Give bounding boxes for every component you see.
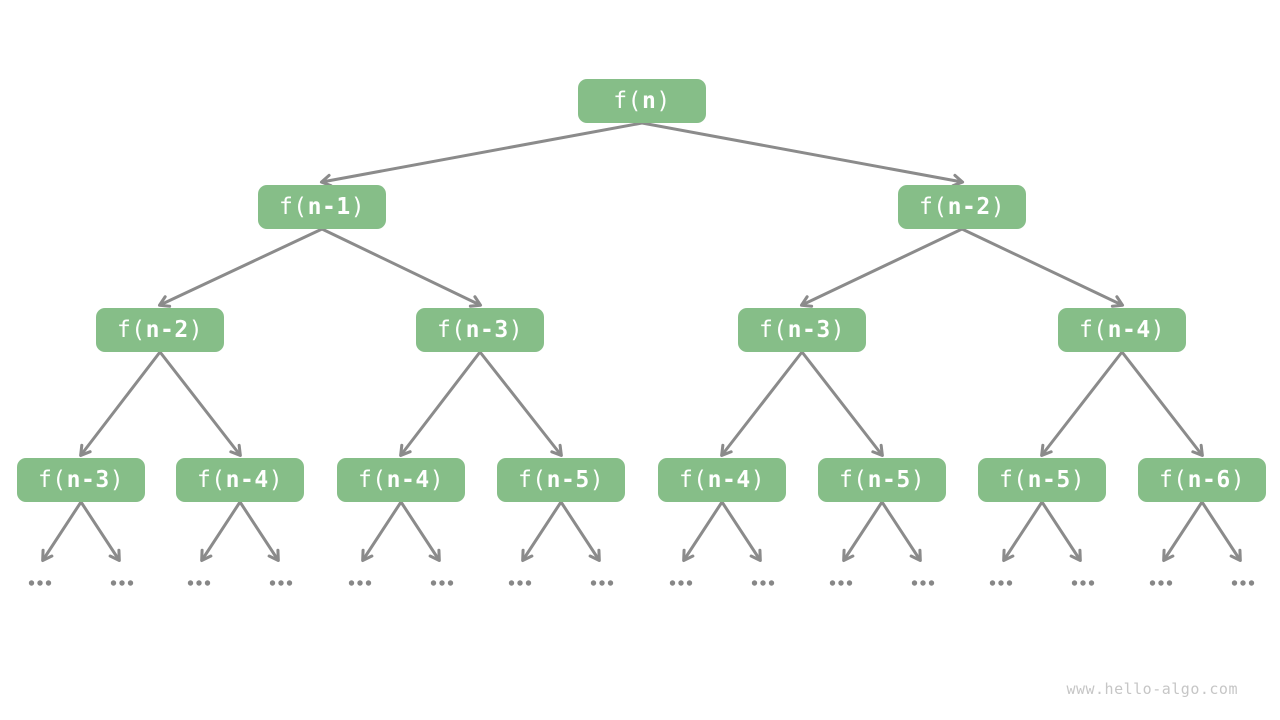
tree-edge	[880, 500, 922, 563]
tree-edge	[320, 227, 483, 308]
ellipsis-dot	[1080, 580, 1086, 586]
ellipsis-dot	[669, 580, 676, 586]
ellipsis-dot	[599, 580, 605, 586]
ellipsis	[1071, 580, 1095, 586]
tree-edge	[478, 350, 563, 457]
ellipsis-dot	[989, 580, 996, 586]
ellipsis	[110, 580, 134, 586]
ellipsis-dot	[37, 580, 43, 586]
tree-edge	[41, 500, 83, 563]
tree-edge	[1162, 500, 1204, 563]
ellipsis-dot	[760, 580, 766, 586]
ellipsis	[669, 580, 693, 586]
ellipsis	[1231, 580, 1255, 586]
ellipsis-dot	[920, 580, 926, 586]
ellipsis-dot	[1006, 580, 1013, 586]
ellipsis-dot	[28, 580, 35, 586]
tree-edge	[79, 350, 162, 457]
ellipsis-dot	[686, 580, 693, 586]
tree-edge	[720, 350, 804, 457]
ellipsis-dot	[751, 580, 758, 586]
tree-edge	[158, 350, 242, 457]
ellipsis-dot	[204, 580, 211, 586]
tree-edge	[79, 500, 121, 563]
tree-edge	[1040, 350, 1124, 457]
ellipsis-dot	[838, 580, 844, 586]
ellipsis-dot	[110, 580, 117, 586]
tree-edge	[800, 350, 884, 457]
ellipsis	[590, 580, 614, 586]
tree-edge	[399, 500, 441, 563]
ellipsis-dot	[119, 580, 125, 586]
ellipsis-dot	[1088, 580, 1095, 586]
tree-edge	[157, 227, 324, 308]
ellipsis-dot	[508, 580, 515, 586]
tree-edge	[521, 500, 563, 563]
ellipsis-dot	[590, 580, 597, 586]
tree-edge	[559, 500, 601, 563]
ellipsis	[829, 580, 853, 586]
tree-edge	[682, 500, 724, 563]
ellipsis-dot	[269, 580, 276, 586]
tree-edge	[1120, 350, 1204, 457]
tree-edge	[1040, 500, 1082, 563]
ellipsis-dot	[998, 580, 1004, 586]
ellipsis-dot	[1166, 580, 1173, 586]
ellipsis-dot	[1231, 580, 1238, 586]
ellipsis-dot	[45, 580, 52, 586]
ellipsis-dot	[127, 580, 134, 586]
tree-edge	[200, 500, 242, 563]
ellipsis	[187, 580, 211, 586]
ellipsis-dot	[365, 580, 372, 586]
ellipsis	[1149, 580, 1173, 586]
ellipsis-dot	[525, 580, 532, 586]
ellipsis-dot	[928, 580, 935, 586]
ellipsis	[348, 580, 372, 586]
ellipsis	[508, 580, 532, 586]
ellipsis-dot	[1248, 580, 1255, 586]
ellipsis-dot	[517, 580, 523, 586]
tree-edge	[799, 227, 964, 308]
ellipsis-dot	[607, 580, 614, 586]
ellipsis-dot	[911, 580, 918, 586]
tree-edge	[842, 500, 884, 563]
tree-edge	[319, 121, 644, 188]
tree-edge	[640, 121, 965, 188]
ellipsis-dot	[1149, 580, 1156, 586]
ellipsis	[28, 580, 52, 586]
ellipsis	[751, 580, 775, 586]
ellipsis-dot	[1071, 580, 1078, 586]
tree-edge	[1002, 500, 1044, 563]
ellipsis	[269, 580, 293, 586]
tree-edge	[960, 227, 1125, 308]
ellipsis-dot	[829, 580, 836, 586]
ellipsis-dot	[348, 580, 355, 586]
ellipsis-dot	[447, 580, 454, 586]
tree-edge	[720, 500, 762, 563]
ellipsis-dot	[678, 580, 684, 586]
ellipsis	[911, 580, 935, 586]
ellipsis-dot	[846, 580, 853, 586]
tree-edge	[361, 500, 403, 563]
ellipsis-dot	[286, 580, 293, 586]
tree-edge	[1200, 500, 1242, 563]
ellipsis-dot	[430, 580, 437, 586]
tree-edge	[399, 350, 482, 457]
ellipsis	[430, 580, 454, 586]
tree-edge	[238, 500, 280, 563]
ellipsis-dot	[278, 580, 284, 586]
watermark: www.hello-algo.com	[1066, 680, 1238, 698]
ellipsis	[989, 580, 1013, 586]
ellipsis-dot	[196, 580, 202, 586]
ellipsis-dot	[1240, 580, 1246, 586]
ellipsis-dot	[768, 580, 775, 586]
ellipsis-dot	[187, 580, 194, 586]
ellipsis-dot	[1158, 580, 1164, 586]
ellipsis-dot	[357, 580, 363, 586]
ellipsis-dot	[439, 580, 445, 586]
